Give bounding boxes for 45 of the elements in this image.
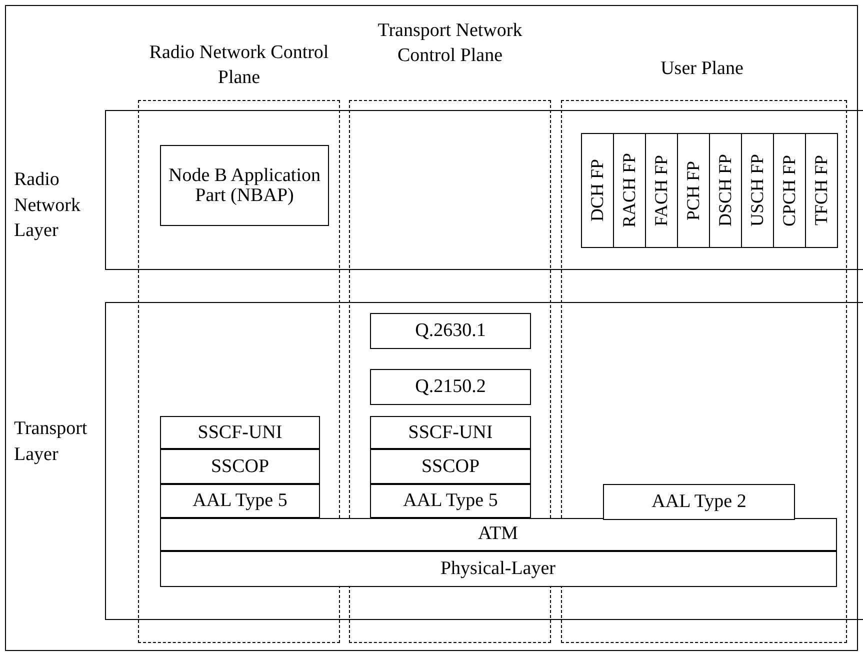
protocol-label: AAL Type 2 bbox=[652, 492, 746, 512]
protocol-label: AAL Type 5 bbox=[403, 491, 498, 511]
protocol-label: TFCH FP bbox=[812, 155, 831, 226]
protocol-label: SSCF-UNI bbox=[408, 422, 493, 442]
protocol-box bbox=[160, 145, 329, 226]
protocol-label: USCH FP bbox=[748, 154, 767, 227]
column-heading: Radio Network Control Plane bbox=[149, 41, 329, 90]
protocol-box bbox=[370, 449, 531, 484]
protocol-label: CPCH FP bbox=[780, 154, 799, 226]
protocol-label: Q.2630.1 bbox=[415, 321, 486, 341]
protocol-label: Node B Application Part (NBAP) bbox=[168, 166, 322, 206]
protocol-label: PCH FP bbox=[684, 160, 703, 220]
protocol-label: SSCOP bbox=[421, 456, 480, 476]
protocol-box bbox=[773, 133, 806, 248]
protocol-box bbox=[370, 313, 531, 349]
row-heading: Transport Layer bbox=[14, 417, 88, 467]
protocol-box bbox=[370, 416, 531, 449]
row-heading: Radio Network Layer bbox=[14, 168, 82, 244]
protocol-label: Physical-Layer bbox=[440, 558, 556, 578]
protocol-box bbox=[603, 484, 795, 520]
column-heading: User Plane bbox=[660, 57, 744, 81]
protocol-box bbox=[160, 518, 836, 550]
protocol-box bbox=[741, 133, 774, 248]
protocol-box bbox=[160, 449, 320, 484]
protocol-box bbox=[160, 550, 836, 586]
protocol-box bbox=[160, 416, 320, 449]
protocol-box bbox=[613, 133, 646, 248]
protocol-label: AAL Type 5 bbox=[192, 491, 288, 511]
protocol-label: SSCOP bbox=[210, 456, 270, 476]
protocol-label: SSCF-UNI bbox=[198, 422, 282, 442]
protocol-label: FACH FP bbox=[652, 154, 671, 226]
protocol-box bbox=[370, 369, 531, 405]
protocol-box bbox=[581, 133, 614, 248]
protocol-label: DSCH FP bbox=[716, 154, 735, 227]
protocol-label: Q.2150.2 bbox=[415, 377, 486, 397]
protocol-box bbox=[805, 133, 838, 248]
protocol-box bbox=[709, 133, 742, 248]
protocol-box bbox=[677, 133, 710, 248]
protocol-label: DCH FP bbox=[588, 159, 607, 222]
protocol-label: ATM bbox=[478, 524, 518, 544]
protocol-box bbox=[160, 484, 320, 518]
column-heading: Transport Network Control Plane bbox=[376, 19, 524, 68]
protocol-label: RACH FP bbox=[620, 153, 639, 228]
protocol-box bbox=[370, 484, 531, 518]
protocol-box bbox=[645, 133, 678, 248]
